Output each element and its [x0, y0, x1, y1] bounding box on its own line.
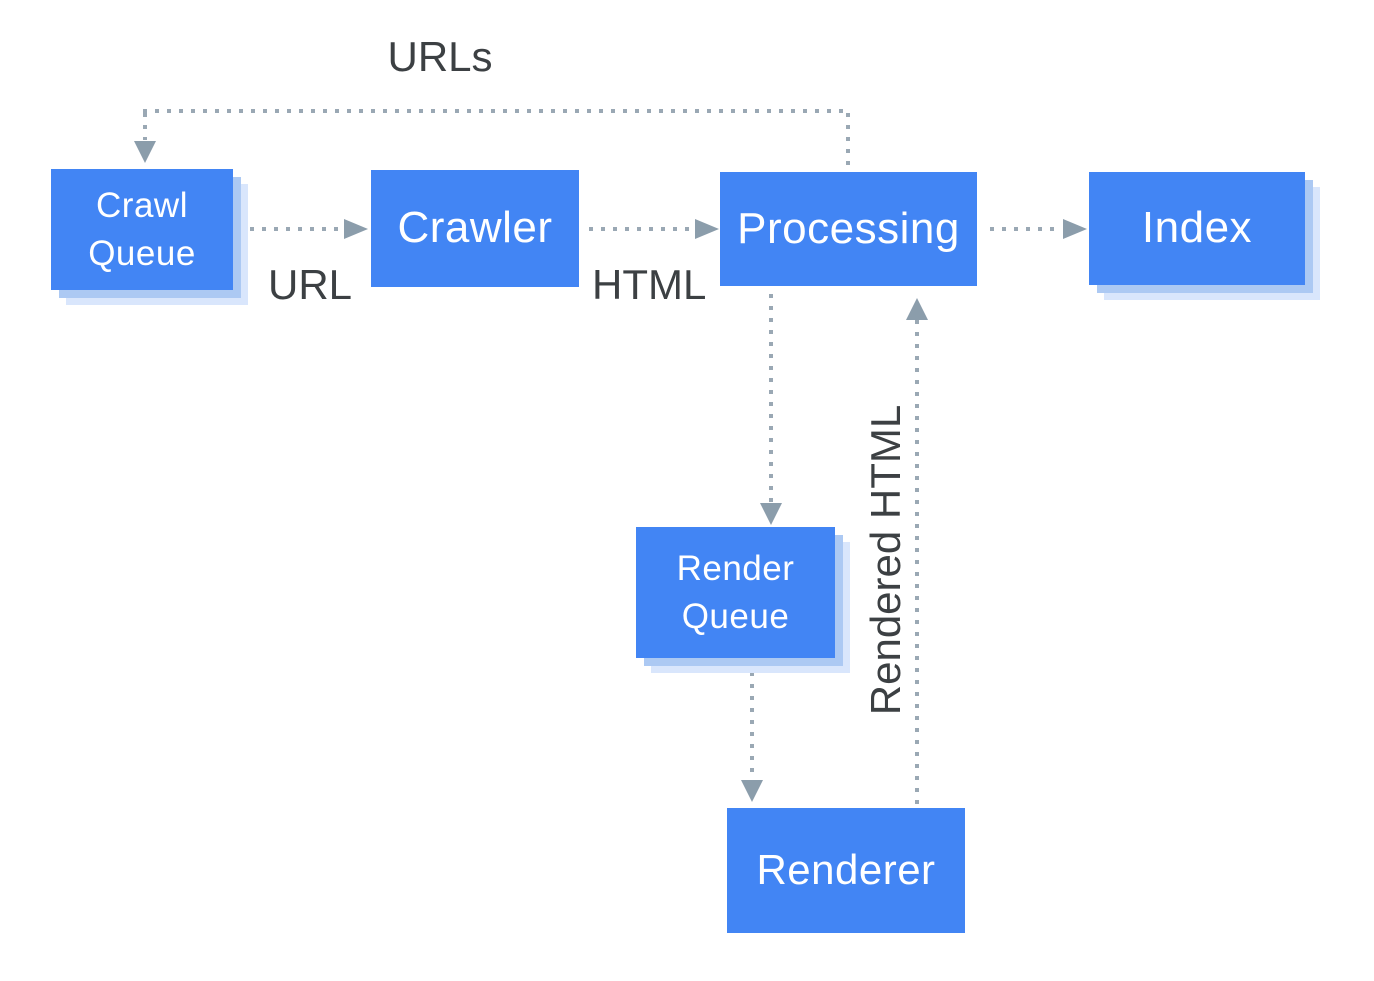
node-processing: Processing [720, 172, 977, 286]
edge-crawler-processing-line [589, 227, 693, 231]
node-crawler: Crawler [371, 170, 579, 287]
arrow-up-into-processing-icon [906, 298, 928, 320]
arrow-down-into-crawl-queue-icon [134, 141, 156, 163]
edge-label-urls: URLs [387, 33, 493, 80]
edge-urls-right-vertical-line [846, 113, 850, 172]
edge-crawlqueue-crawler-line [250, 227, 344, 231]
arrow-down-into-renderer-icon [741, 780, 763, 802]
edge-processing-index-line [990, 227, 1062, 231]
edge-label-rendered-html: Rendered HTML [862, 404, 909, 716]
edge-urls-horizontal-line [143, 109, 850, 113]
node-render-queue: Render Queue [636, 527, 835, 658]
node-index: Index [1089, 172, 1305, 285]
edge-urls-left-vertical-line [143, 113, 147, 140]
node-render-queue-label: Render Queue [676, 549, 795, 636]
node-renderer: Renderer [727, 808, 965, 933]
arrow-right-into-index-icon [1063, 219, 1087, 239]
node-crawl-queue: Crawl Queue [51, 169, 233, 290]
edge-label-url: URL [268, 261, 353, 308]
node-crawler-label: Crawler [397, 203, 553, 253]
edge-label-html: HTML [592, 261, 707, 308]
edge-processing-renderqueue-line [769, 294, 773, 503]
node-renderer-label: Renderer [756, 846, 936, 894]
node-crawl-queue-label: Crawl Queue [88, 186, 196, 273]
node-processing-label: Processing [737, 203, 960, 253]
arrow-right-into-processing-icon [695, 219, 719, 239]
edge-renderer-processing-line [915, 320, 919, 805]
arrow-right-into-crawler-icon [344, 219, 368, 239]
arrow-down-into-render-queue-icon [760, 503, 782, 525]
edge-renderqueue-renderer-line [750, 672, 754, 780]
node-index-label: Index [1141, 203, 1253, 253]
